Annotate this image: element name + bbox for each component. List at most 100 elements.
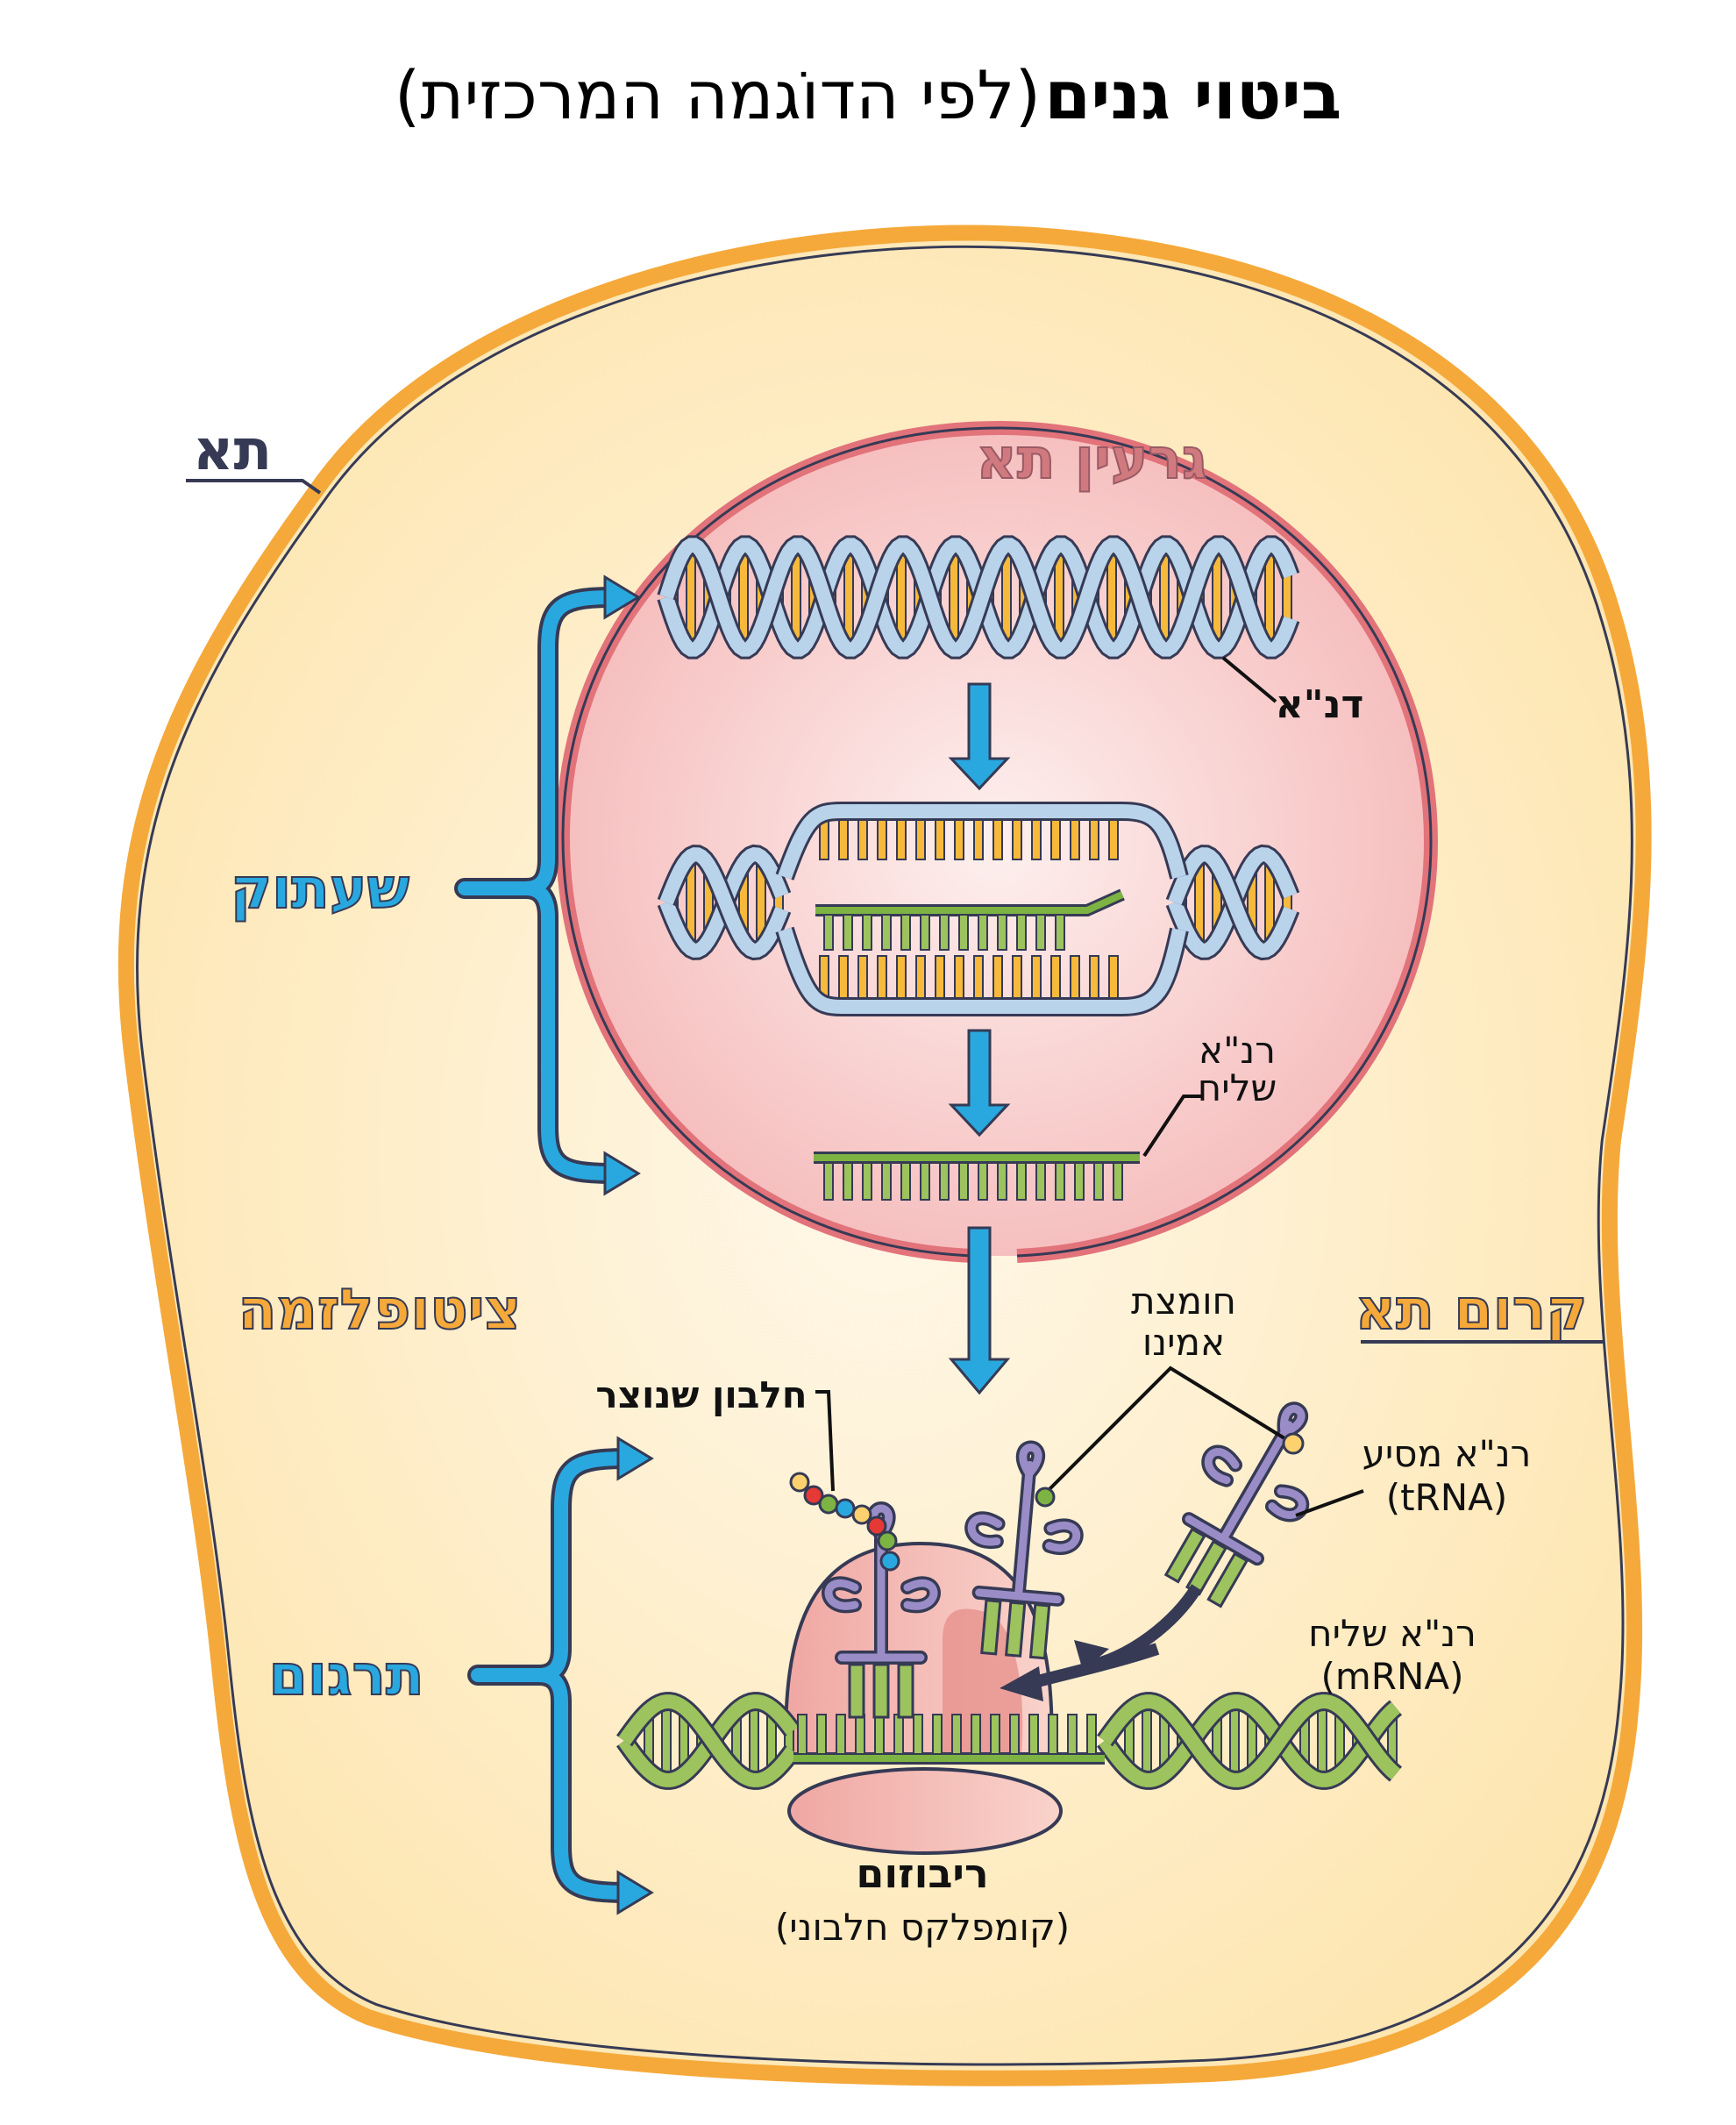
- amino-acid: [879, 1551, 900, 1572]
- base: [857, 815, 868, 860]
- base: [877, 955, 887, 1001]
- base: [838, 955, 849, 1001]
- rna-base: [881, 914, 892, 951]
- base: [1031, 815, 1042, 860]
- base: [896, 815, 907, 860]
- rna-base: [939, 914, 950, 951]
- base: [896, 955, 907, 1001]
- rna-base: [1035, 1162, 1046, 1201]
- rna-base: [997, 914, 1007, 951]
- cell-membrane-inner-line: [136, 245, 1633, 2066]
- dna-label: דנ"א: [1276, 682, 1364, 727]
- rna-base: [823, 914, 834, 951]
- mrna-strand-nucleus: [814, 1152, 1140, 1201]
- mrna-label-line1: רנ"א שליח: [1308, 1612, 1476, 1655]
- amino-acid: [803, 1485, 824, 1506]
- protein-chain: [789, 1472, 900, 1572]
- rna-base: [843, 914, 853, 951]
- rna-base: [1113, 1162, 1123, 1201]
- trna-label-line2: (tRNA): [1386, 1476, 1508, 1519]
- backbone: [659, 847, 789, 959]
- base: [935, 955, 945, 1001]
- arrow-bubble-to-mrna: [948, 1029, 1011, 1137]
- base-pair: [1142, 1701, 1152, 1781]
- trna-body: [967, 1444, 1081, 1604]
- rna-base: [958, 914, 969, 951]
- codon-base: [816, 1714, 827, 1755]
- transcription-label: שעתוק: [231, 857, 409, 922]
- dna-transcription-bubble: [657, 802, 1300, 1016]
- amino-acid-leader: [1046, 1366, 1286, 1493]
- title-regular: (לפי הדוֹגמה המרכזית): [395, 56, 1041, 134]
- base-pair: [749, 1701, 759, 1781]
- diagram-title: ביטוי גנים (לפי הדוֹגמה המרכזית): [395, 56, 1341, 134]
- translation-bracket: [467, 1436, 654, 1915]
- codon-base: [1009, 1714, 1020, 1755]
- rna-base: [1035, 914, 1046, 951]
- base: [973, 815, 984, 860]
- translation-label: תרגום: [268, 1644, 423, 1708]
- amino-acid: [789, 1472, 810, 1493]
- backbone: [618, 1694, 799, 1787]
- rna-base: [900, 914, 911, 951]
- rna-base: [1016, 914, 1027, 951]
- base: [1012, 955, 1022, 1001]
- base: [1089, 955, 1099, 1001]
- rna-base: [823, 1162, 834, 1201]
- codon-base: [1028, 1714, 1039, 1755]
- ribosome-label: ריבוזום: [856, 1850, 988, 1897]
- rna-base: [1016, 1162, 1027, 1201]
- protein-label: חלבון שנוצר: [595, 1373, 807, 1416]
- rna-base: [997, 1162, 1007, 1201]
- anticodon-base: [897, 1663, 914, 1719]
- base: [1070, 815, 1080, 860]
- backbone: [659, 538, 1298, 657]
- trna-body: [1185, 1404, 1306, 1563]
- codon-base: [855, 1714, 865, 1755]
- rna-base: [978, 1162, 988, 1201]
- codon-base: [893, 1714, 904, 1755]
- rna-base: [958, 1162, 969, 1201]
- base: [1108, 955, 1119, 1001]
- trna-label-line1: רנ"א מסיע: [1362, 1432, 1532, 1475]
- codon-base: [1086, 1714, 1097, 1755]
- codon-base: [874, 1714, 885, 1755]
- base: [935, 815, 945, 860]
- rna-base: [843, 1162, 853, 1201]
- amino-acid: [818, 1494, 839, 1515]
- trna-entering: [964, 1440, 1084, 1660]
- cell-label-leader: [186, 479, 322, 495]
- mrna-strand-cytoplasm: [616, 1692, 1403, 1790]
- anticodon-base: [1028, 1602, 1051, 1660]
- base: [1050, 955, 1061, 1001]
- trna-incoming-arrow: [1000, 1584, 1202, 1701]
- base: [1031, 955, 1042, 1001]
- base: [1070, 955, 1080, 1001]
- codon-base: [836, 1714, 846, 1755]
- backbone: [1168, 847, 1298, 959]
- rna-backbone: [815, 891, 1124, 914]
- rna-base: [1093, 1162, 1104, 1201]
- amino-acid: [866, 1515, 887, 1537]
- anticodon-base: [1004, 1601, 1027, 1658]
- cell-label: תא: [193, 418, 272, 483]
- mrna-nucleus-leader: [1142, 1095, 1201, 1158]
- cytoplasm-label: ציטופלזמה: [238, 1278, 522, 1343]
- anticodon-base: [848, 1663, 865, 1719]
- base: [857, 955, 868, 1001]
- codon-base: [1048, 1714, 1058, 1755]
- nucleus-label: גרעין תא: [976, 427, 1206, 492]
- base: [1012, 815, 1022, 860]
- base: [993, 955, 1003, 1001]
- base-pair: [1229, 1701, 1240, 1781]
- dna-label-leader: [1221, 656, 1277, 703]
- amino-acid: [835, 1498, 856, 1519]
- rna-base: [1074, 1162, 1085, 1201]
- rna-base: [862, 914, 872, 951]
- dna-double-helix: [657, 535, 1300, 660]
- trna-label-leader: [1295, 1489, 1364, 1517]
- backbone: [778, 927, 1186, 1014]
- base: [915, 955, 926, 1001]
- mrna-nucleus-label-line1: רנ"א: [1199, 1029, 1276, 1072]
- codon-base: [951, 1714, 962, 1755]
